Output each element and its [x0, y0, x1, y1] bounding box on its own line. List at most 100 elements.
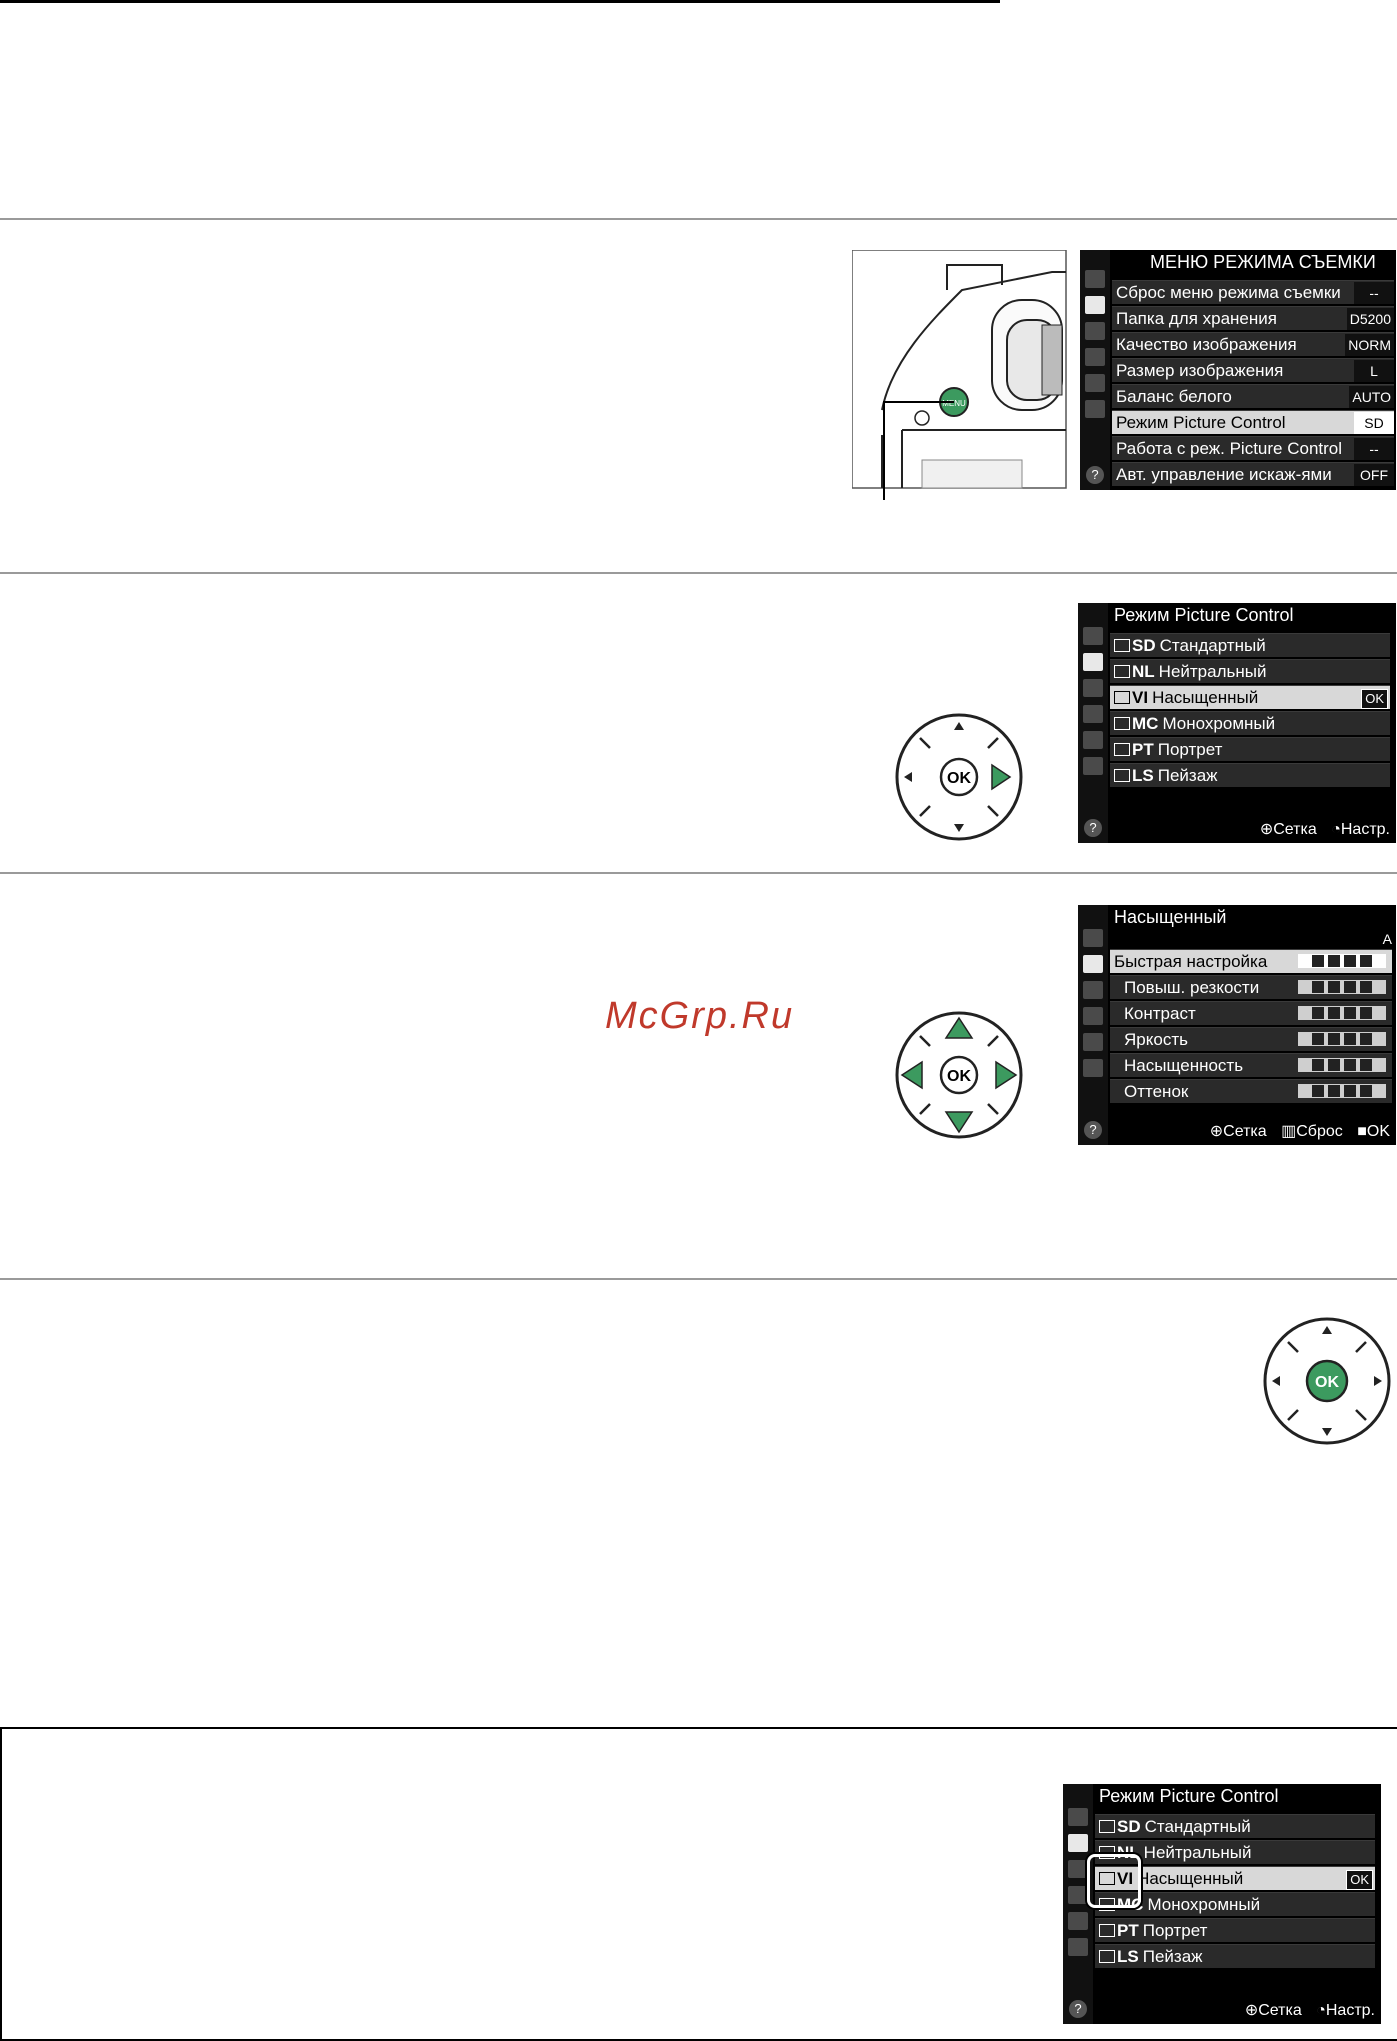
playback-menu-icon[interactable]	[1085, 270, 1105, 288]
help-icon[interactable]: ?	[1069, 2000, 1087, 2018]
menu-item-value: NORM	[1345, 334, 1394, 356]
setting-label: Повыш. резкости	[1124, 978, 1260, 997]
help-icon[interactable]: ?	[1084, 1121, 1102, 1139]
picture-control-label: Насыщенный	[1137, 1869, 1244, 1888]
setting-item[interactable]: Контраст	[1110, 1001, 1392, 1025]
picture-control-label: Портрет	[1157, 740, 1223, 759]
wrench-menu-icon[interactable]	[1083, 1007, 1103, 1025]
playback-menu-icon[interactable]	[1083, 929, 1103, 947]
picture-control-code: SD	[1114, 634, 1156, 658]
pencil-menu-icon[interactable]	[1083, 981, 1103, 999]
left-arrow-icon	[1272, 1376, 1280, 1386]
down-arrow-icon	[1322, 1428, 1332, 1436]
section-divider-2	[0, 572, 1397, 574]
picture-control-code: PT	[1114, 738, 1154, 762]
ok-badge: OK	[1361, 689, 1388, 709]
setting-slider[interactable]	[1298, 1084, 1386, 1098]
setting-label: Яркость	[1124, 1030, 1188, 1049]
menu-item-label: Папка для хранения	[1116, 309, 1277, 328]
modified-badge: A	[1382, 931, 1392, 947]
down-arrow-icon	[954, 824, 964, 832]
retouch-menu-icon[interactable]	[1083, 731, 1103, 749]
pencil-menu-icon[interactable]	[1085, 322, 1105, 340]
camera-menu-icon[interactable]	[1085, 296, 1105, 314]
pencil-menu-icon[interactable]	[1068, 1860, 1088, 1878]
setting-slider[interactable]	[1298, 1058, 1386, 1072]
menu-item-value: L	[1354, 360, 1394, 382]
picture-control-code: VI	[1114, 686, 1148, 710]
menu-item-value: --	[1354, 282, 1394, 304]
svg-text:OK: OK	[1315, 1374, 1339, 1391]
recent-menu-icon[interactable]	[1085, 400, 1105, 418]
camera-menu-icon[interactable]	[1083, 653, 1103, 671]
multi-selector-all: OK	[895, 1011, 1023, 1139]
screen-title: Насыщенный	[1114, 907, 1227, 927]
picture-control-label: Портрет	[1142, 1921, 1208, 1940]
up-arrow-icon	[954, 722, 964, 730]
retouch-menu-icon[interactable]	[1083, 1033, 1103, 1051]
setting-item[interactable]: Насыщенность	[1110, 1053, 1392, 1077]
wrench-menu-icon[interactable]	[1083, 705, 1103, 723]
retouch-menu-icon[interactable]	[1085, 374, 1105, 392]
help-icon[interactable]: ?	[1084, 819, 1102, 837]
right-arrow-icon	[995, 1060, 1018, 1090]
recent-menu-icon[interactable]	[1068, 1938, 1088, 1956]
menu-item[interactable]: Сброс меню режима съемки--	[1112, 280, 1394, 304]
wrench-menu-icon[interactable]	[1068, 1886, 1088, 1904]
picture-control-label: Стандартный	[1144, 1817, 1251, 1836]
setting-slider[interactable]	[1298, 1032, 1386, 1046]
down-arrow-icon	[944, 1111, 974, 1134]
setting-item[interactable]: Повыш. резкости	[1110, 975, 1392, 999]
menu-item[interactable]: Режим Picture Control SD	[1112, 410, 1394, 434]
wrench-menu-icon[interactable]	[1085, 348, 1105, 366]
modified-indicator-highlight	[1087, 1854, 1141, 1908]
setting-item[interactable]: Быстрая настройка	[1110, 949, 1392, 973]
pencil-menu-icon[interactable]	[1083, 679, 1103, 697]
help-icon[interactable]: ?	[1086, 466, 1104, 484]
camera-menu-icon[interactable]	[1083, 955, 1103, 973]
section-divider-3	[0, 872, 1397, 874]
recent-menu-icon[interactable]	[1083, 757, 1103, 775]
menu-item[interactable]: Работа с реж. Picture Control--	[1112, 436, 1394, 460]
picture-control-label: Насыщенный	[1152, 688, 1259, 707]
grid-hint: ⊕Сетка	[1244, 2002, 1302, 2019]
picture-control-code: SD	[1099, 1815, 1141, 1839]
camera-menu-icon[interactable]	[1068, 1834, 1088, 1852]
setting-slider[interactable]	[1298, 1006, 1386, 1020]
setting-item[interactable]: Яркость	[1110, 1027, 1392, 1051]
menu-item-value: SD	[1354, 412, 1394, 434]
section-divider-1	[0, 218, 1397, 220]
recent-menu-icon[interactable]	[1083, 1059, 1103, 1077]
setting-slider[interactable]	[1298, 980, 1386, 994]
picture-control-label: Нейтральный	[1158, 662, 1267, 681]
setting-slider[interactable]	[1298, 954, 1386, 968]
playback-menu-icon[interactable]	[1083, 627, 1103, 645]
menu-item-label: Режим Picture Control	[1116, 413, 1286, 432]
menu-item-label: Работа с реж. Picture Control	[1116, 439, 1343, 458]
menu-item-value: AUTO	[1349, 386, 1394, 408]
playback-menu-icon[interactable]	[1068, 1808, 1088, 1826]
setting-item[interactable]: Оттенок	[1110, 1079, 1392, 1103]
retouch-menu-icon[interactable]	[1068, 1912, 1088, 1930]
svg-text:MENU: MENU	[942, 399, 966, 408]
